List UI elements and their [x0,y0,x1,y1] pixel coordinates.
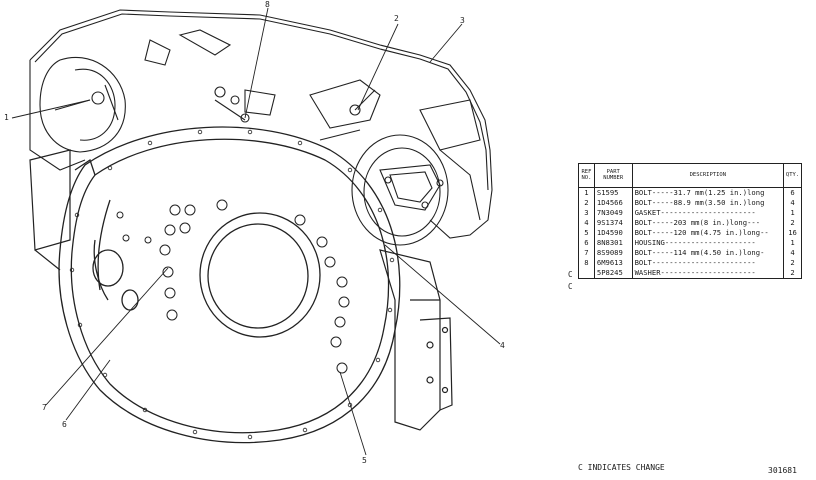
cell-description: BOLT-----120 mm(4.75 in.)long-- [631,228,785,238]
cell-part-number: 7N3049 [593,208,633,218]
callout-3: 3 [460,16,465,25]
cell-description: BOLT------------------------ [631,258,785,268]
cell-description: WASHER---------------------- [631,268,785,279]
cell-part-number: 8S9089 [593,248,633,258]
cell-part-number: 8N8301 [593,238,633,248]
change-legend: C INDICATES CHANGE [578,463,665,472]
right-port-housing [351,134,449,246]
housing-perimeter-holes [69,129,395,440]
housing-bolt-heads [116,199,350,374]
cell-qty: 4 [783,198,802,208]
cell-part-number: 6M9613 [593,258,633,268]
cell-qty: 2 [783,218,802,228]
flywheel-housing-face [58,126,401,444]
cell-ref: 1 [578,187,595,198]
cell-part-number: 1D4566 [593,198,633,208]
cell-qty: 4 [783,248,802,258]
cell-qty: 2 [783,268,802,279]
cell-ref [578,268,595,279]
cell-ref: 7 [578,248,595,258]
header-description: DESCRIPTION [631,163,785,188]
cell-qty: 16 [783,228,802,238]
cell-ref: 2 [578,198,595,208]
cell-qty: 1 [783,208,802,218]
callout-leader-lines [11,7,501,456]
cell-ref: 8 [578,258,595,268]
table-header-row: REF NO. PART NUMBER DESCRIPTION QTY. [578,163,802,188]
cell-part-number: S1595 [593,187,633,198]
cell-qty: 1 [783,238,802,248]
callout-7: 7 [42,403,47,412]
cell-part-number: 9S1374 [593,218,633,228]
cell-description: BOLT-----31.7 mm(1.25 in.)long [631,187,785,198]
change-flag: C [568,282,573,291]
header-qty: QTY. [783,163,802,188]
cell-description: BOLT-----88.9 mm(3.50 in.)long [631,198,785,208]
housing-side-block [29,149,453,431]
callout-2: 2 [394,14,399,23]
cell-description: HOUSING--------------------- [631,238,785,248]
cell-qty: 6 [783,187,802,198]
cell-description: BOLT-----203 mm(8 in.)long--- [631,218,785,228]
change-flag: C [568,270,573,279]
cell-ref: 3 [578,208,595,218]
cell-description: GASKET---------------------- [631,208,785,218]
upper-housing [29,9,493,239]
cell-ref: 5 [578,228,595,238]
header-part-number: PART NUMBER [593,163,633,188]
callout-5: 5 [362,456,367,465]
header-ref-no: REF NO. [578,163,595,188]
callout-1: 1 [4,113,9,122]
cell-description: BOLT-----114 mm(4.50 in.)long- [631,248,785,258]
cell-ref: 6 [578,238,595,248]
callout-6: 6 [62,420,67,429]
illustration-number: 301681 [768,466,797,475]
cell-qty: 2 [783,258,802,268]
cell-part-number: 5P8245 [593,268,633,279]
cell-part-number: 1D4590 [593,228,633,238]
callout-4: 4 [500,341,505,350]
callout-8: 8 [265,0,270,9]
cell-ref: 4 [578,218,595,228]
